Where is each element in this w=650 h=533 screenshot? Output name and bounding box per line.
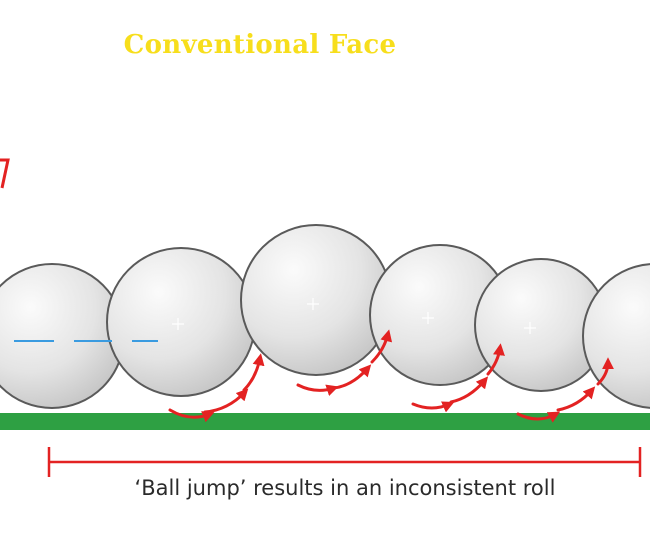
arrow-3 <box>242 353 265 392</box>
arrow-1 <box>168 408 215 423</box>
arrow-4 <box>296 383 339 396</box>
arrow-12 <box>596 357 614 386</box>
arrow-6 <box>370 329 393 364</box>
ball-1 <box>0 263 125 409</box>
motion-arrows <box>168 329 614 423</box>
ball-6 <box>582 263 650 409</box>
arrow-5 <box>332 364 372 390</box>
measurement-bracket <box>47 447 642 477</box>
ball-3 <box>240 224 392 376</box>
arrow-9 <box>486 343 505 376</box>
arrow-2 <box>203 388 249 414</box>
diagram-caption: ‘Ball jump’ results in an inconsistent r… <box>134 476 556 500</box>
arrow-11 <box>556 386 596 412</box>
ball-2 <box>106 247 256 397</box>
ball-sparkles <box>172 298 536 334</box>
diagram-title: Conventional Face <box>123 30 397 60</box>
balls <box>0 224 650 409</box>
ground-line <box>0 413 650 430</box>
arrow-7 <box>411 401 455 413</box>
red-mark <box>0 158 10 189</box>
arrow-8 <box>449 376 489 404</box>
arrow-10 <box>516 411 561 423</box>
